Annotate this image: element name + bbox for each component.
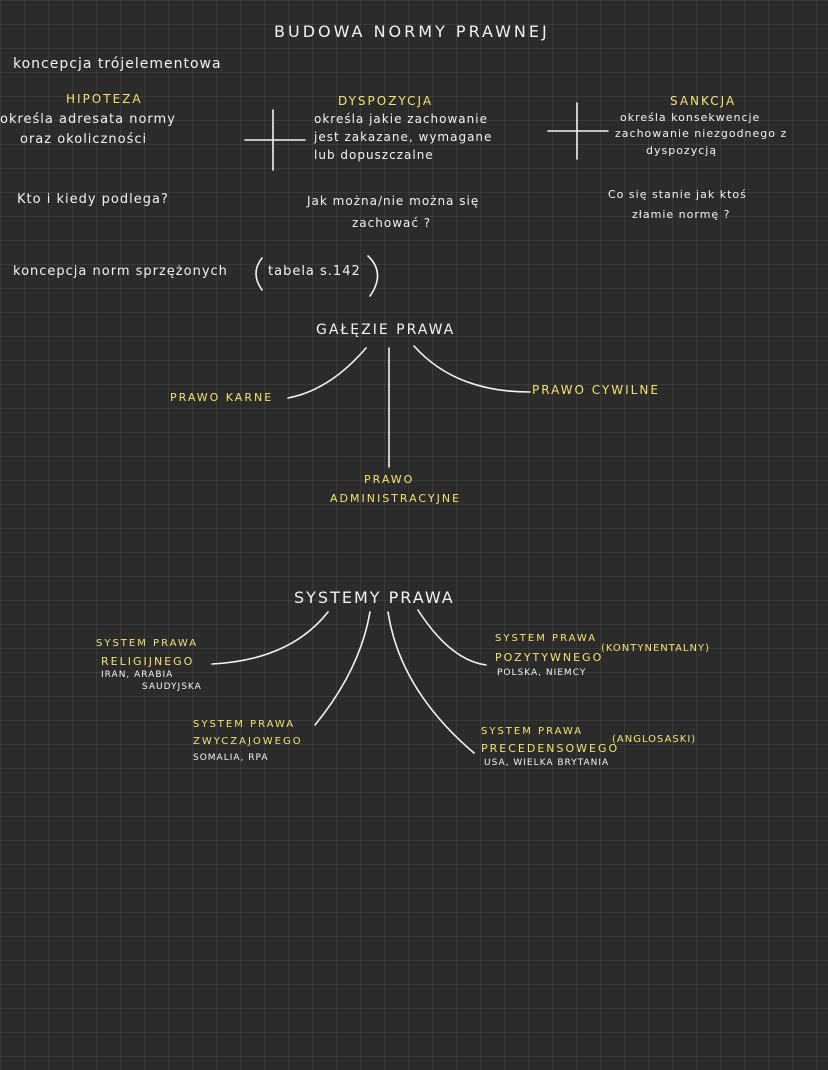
dyspozycja-label: DYSPOZYCJA	[338, 94, 434, 108]
sankcja-label: SANKCJA	[670, 94, 737, 108]
sankcja-question2: złamie normę ?	[632, 208, 731, 221]
hipoteza-line1: określa adresata normy	[0, 112, 176, 127]
systems-title: SYSTEMY PRAWA	[294, 588, 455, 607]
sankcja-question1: Co się stanie jak ktoś	[608, 188, 747, 201]
paren-left	[255, 257, 263, 291]
page-title: BUDOWA NORMY PRAWNEJ	[274, 22, 550, 41]
system-religijny-l2: RELIGIJNEGO	[101, 655, 195, 668]
hipoteza-label: HIPOTEZA	[66, 92, 143, 106]
line-to-karne	[287, 347, 367, 399]
sankcja-line3: dyspozycją	[646, 144, 718, 157]
system-religijny-ex2: SAUDYJSKA	[142, 682, 202, 692]
branch-admin-line2: ADMINISTRACYJNE	[330, 492, 462, 505]
system-religijny-ex1: IRAN, ARABIA	[101, 670, 174, 680]
branch-karne: PRAWO KARNE	[170, 391, 274, 404]
system-precedensowy-ex: USA, WIELKA BRYTANIA	[484, 758, 610, 768]
dyspozycja-line2: jest zakazane, wymagane	[314, 130, 493, 144]
line-to-religijny	[211, 611, 329, 665]
paren-right	[367, 255, 379, 297]
system-pozytywny-l2: POZYTYWNEGO	[495, 651, 604, 664]
hipoteza-line2: oraz okoliczności	[20, 132, 148, 147]
system-pozytywny-note: (KONTYNENTALNY)	[601, 643, 710, 654]
dyspozycja-question1: Jak można/nie można się	[307, 194, 480, 208]
sankcja-line2: zachowanie niezgodnego z	[615, 127, 788, 140]
dyspozycja-line3: lub dopuszczalne	[314, 148, 434, 162]
hipoteza-question: Kto i kiedy podlega?	[17, 192, 169, 207]
system-pozytywny-ex: POLSKA, NIEMCY	[497, 668, 587, 678]
system-precedensowy-l1: SYSTEM PRAWA	[481, 726, 584, 737]
branch-cywilne: PRAWO CYWILNE	[532, 383, 660, 397]
branch-admin-line1: PRAWO	[364, 473, 415, 486]
concept-three-element: koncepcja trójelementowa	[13, 56, 222, 72]
system-zwyczajowy-l1: SYSTEM PRAWA	[193, 719, 296, 730]
system-precedensowy-l2: PRECEDENSOWEGO	[481, 742, 620, 755]
dyspozycja-line1: określa jakie zachowanie	[314, 112, 488, 126]
dyspozycja-question2: zachować ?	[352, 216, 432, 230]
line-to-precedensowy	[387, 611, 475, 754]
system-precedensowy-note: (ANGLOSASKI)	[612, 734, 697, 745]
system-zwyczajowy-ex: SOMALIA, RPA	[193, 753, 269, 763]
branches-title: GAŁĘZIE PRAWA	[316, 322, 456, 338]
concept-coupled-ref: tabela s.142	[268, 264, 361, 279]
system-religijny-l1: SYSTEM PRAWA	[96, 638, 199, 649]
line-to-zwyczajowy	[314, 611, 371, 726]
sankcja-line1: określa konsekwencje	[620, 111, 761, 124]
line-to-pozytywny	[417, 609, 487, 666]
line-to-cywilne	[413, 345, 531, 393]
system-pozytywny-l1: SYSTEM PRAWA	[495, 633, 598, 644]
concept-coupled-norms: koncepcja norm sprzężonych	[13, 264, 228, 279]
system-zwyczajowy-l2: ZWYCZAJOWEGO	[193, 736, 303, 747]
